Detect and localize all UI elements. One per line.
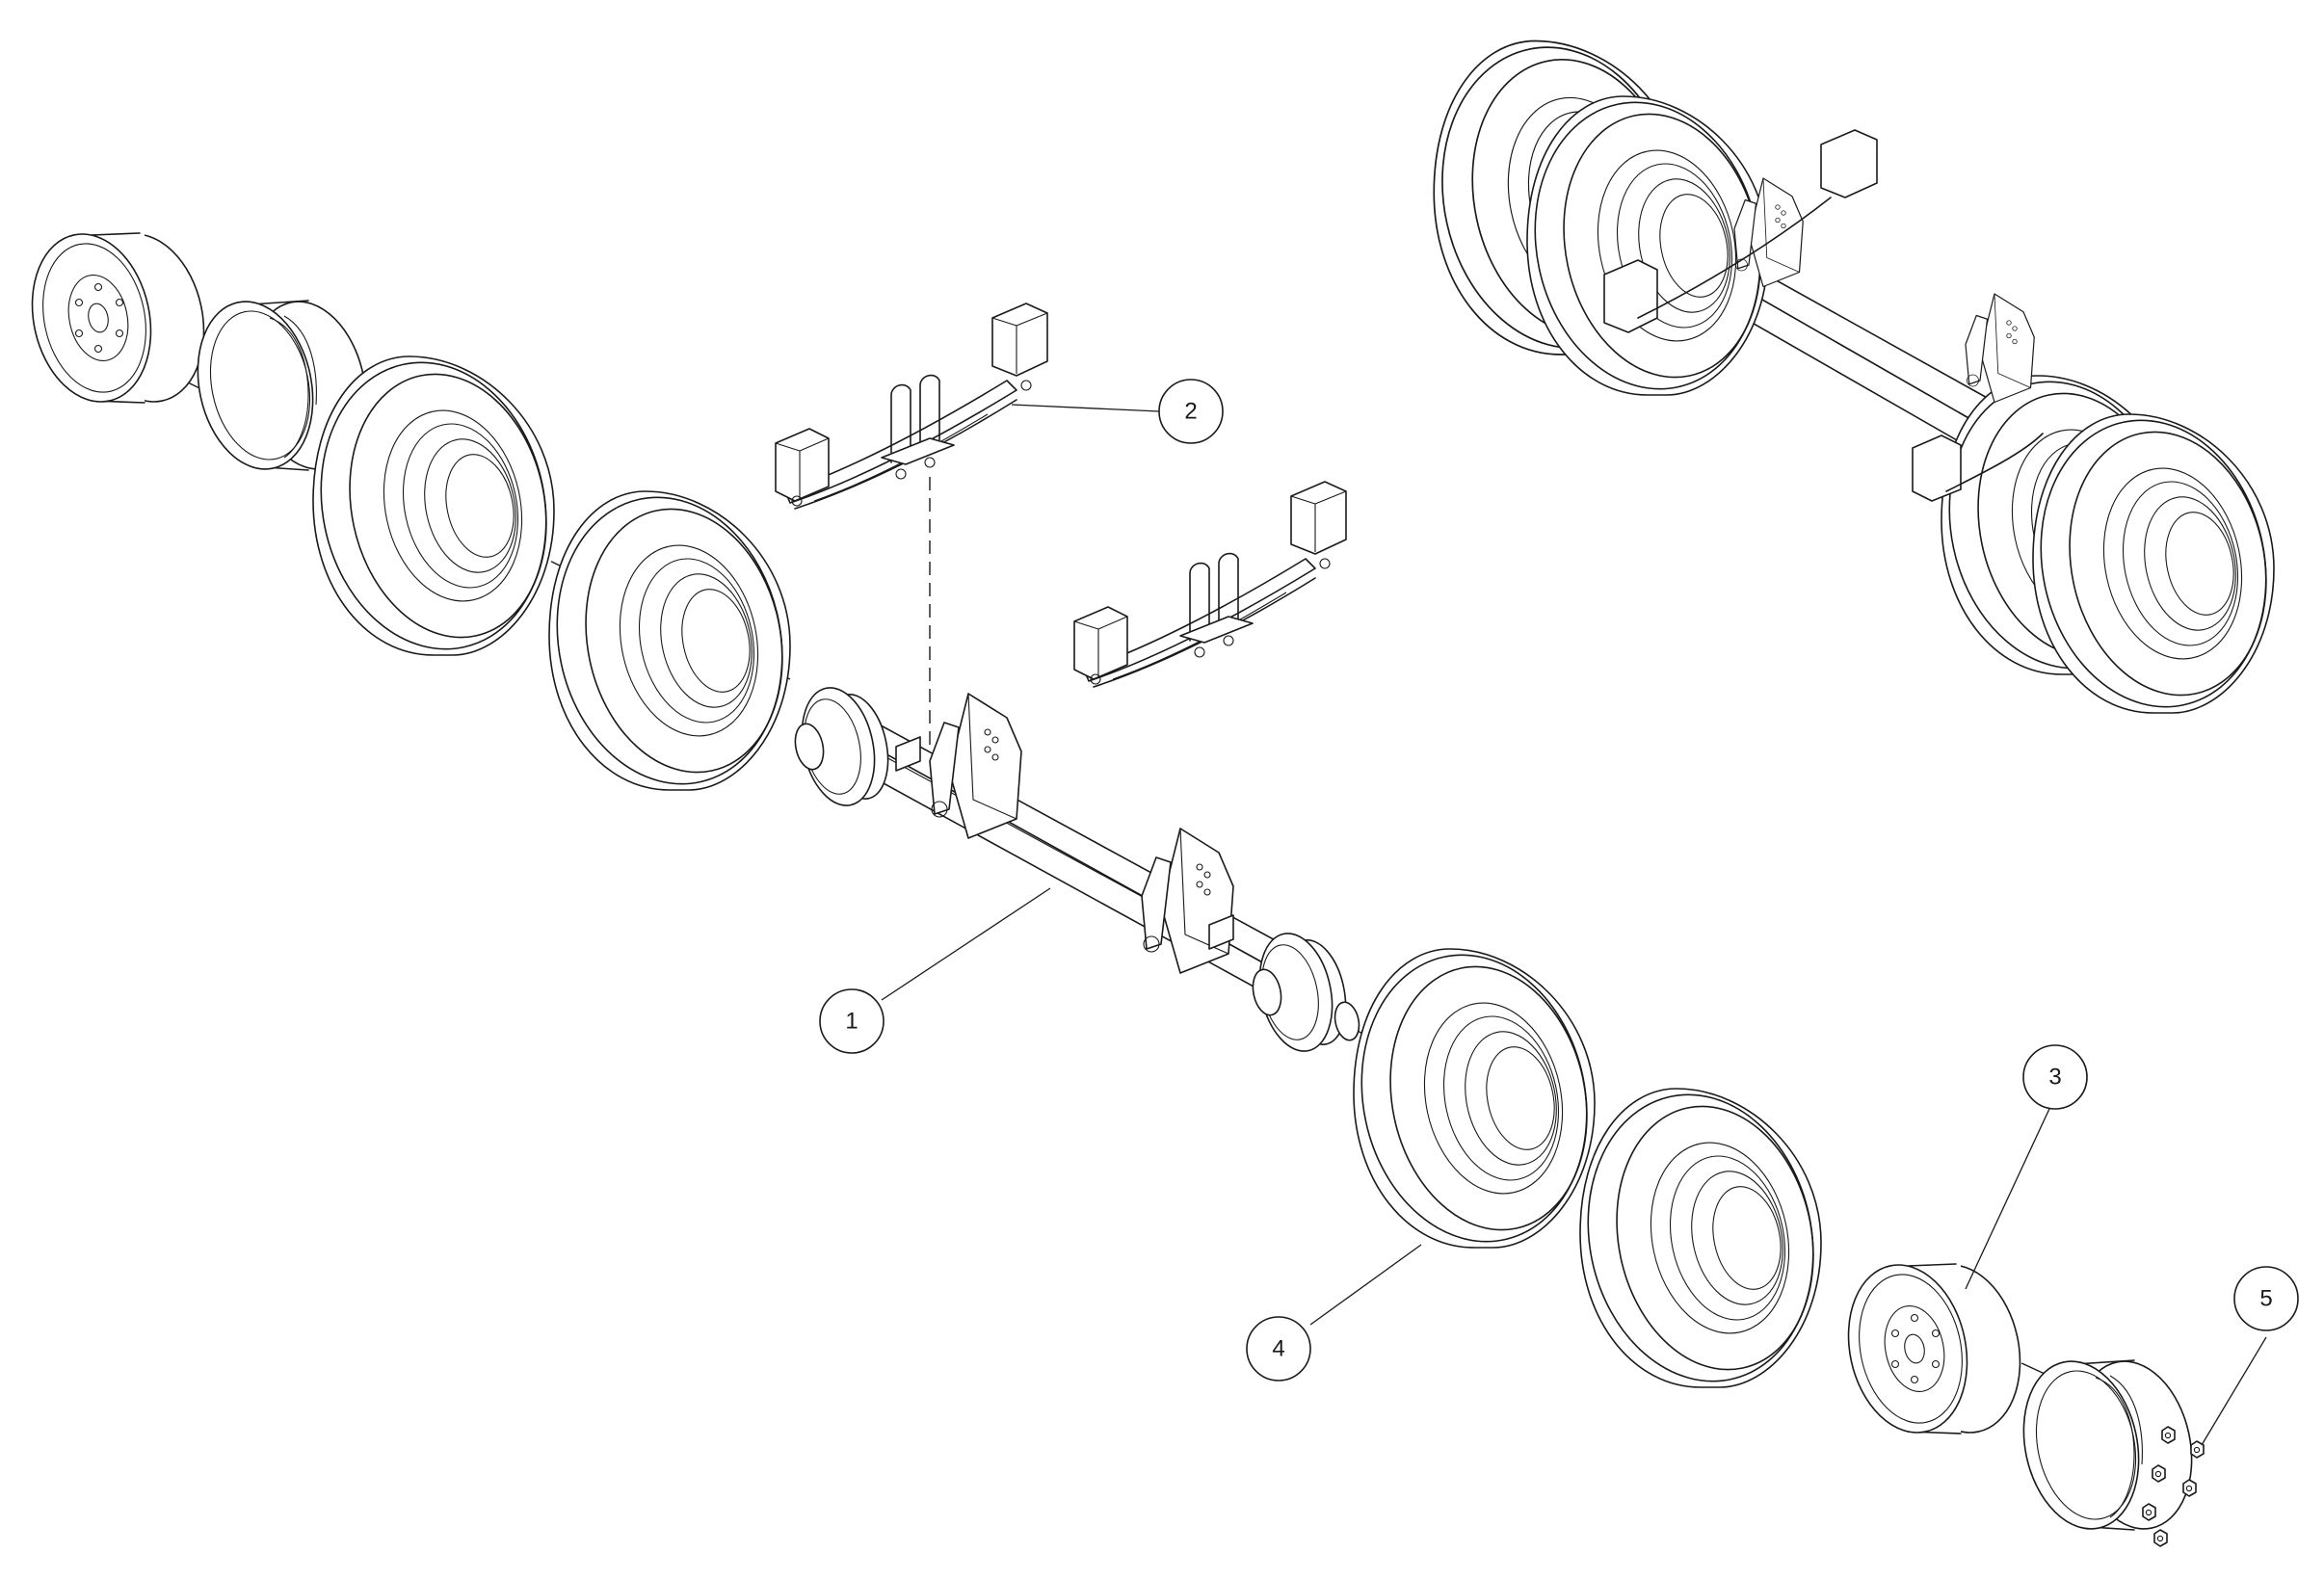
leader-3 xyxy=(1965,1095,2056,1290)
tire-right-outer xyxy=(1561,1072,1840,1404)
callout-label-5: 5 xyxy=(2259,1286,2272,1312)
callout-label-1: 1 xyxy=(845,1009,858,1035)
leader-5 xyxy=(2201,1336,2267,1446)
callout-balloon-4[interactable]: 4 xyxy=(1246,1316,1311,1382)
exploded-view xyxy=(16,222,2207,1547)
callout-label-4: 4 xyxy=(1272,1336,1284,1362)
callout-balloon-5[interactable]: 5 xyxy=(2233,1266,2299,1331)
leaf-spring-lower xyxy=(1073,481,1347,688)
axle xyxy=(790,680,1360,1059)
tire-right-inner xyxy=(1334,933,1614,1264)
wheel-rim-right-inner xyxy=(2008,1350,2207,1540)
callout-balloon-1[interactable]: 1 xyxy=(819,988,885,1054)
callout-label-2: 2 xyxy=(1184,399,1197,425)
callout-balloon-3[interactable]: 3 xyxy=(2022,1044,2088,1110)
callout-balloon-2[interactable]: 2 xyxy=(1158,379,1224,444)
callout-label-3: 3 xyxy=(2048,1065,2061,1091)
leaf-spring-upper xyxy=(775,303,1048,510)
wheel-rim-left-outer xyxy=(16,222,220,414)
assembled-view xyxy=(1413,24,2293,729)
tire-left-inner xyxy=(530,475,809,806)
leader-4 xyxy=(1309,1244,1422,1326)
leader-1 xyxy=(881,887,1051,1001)
leader-2 xyxy=(1011,404,1160,412)
wheel-rim-right-outer xyxy=(1833,1252,2036,1445)
callout-leaders xyxy=(881,404,2267,1446)
